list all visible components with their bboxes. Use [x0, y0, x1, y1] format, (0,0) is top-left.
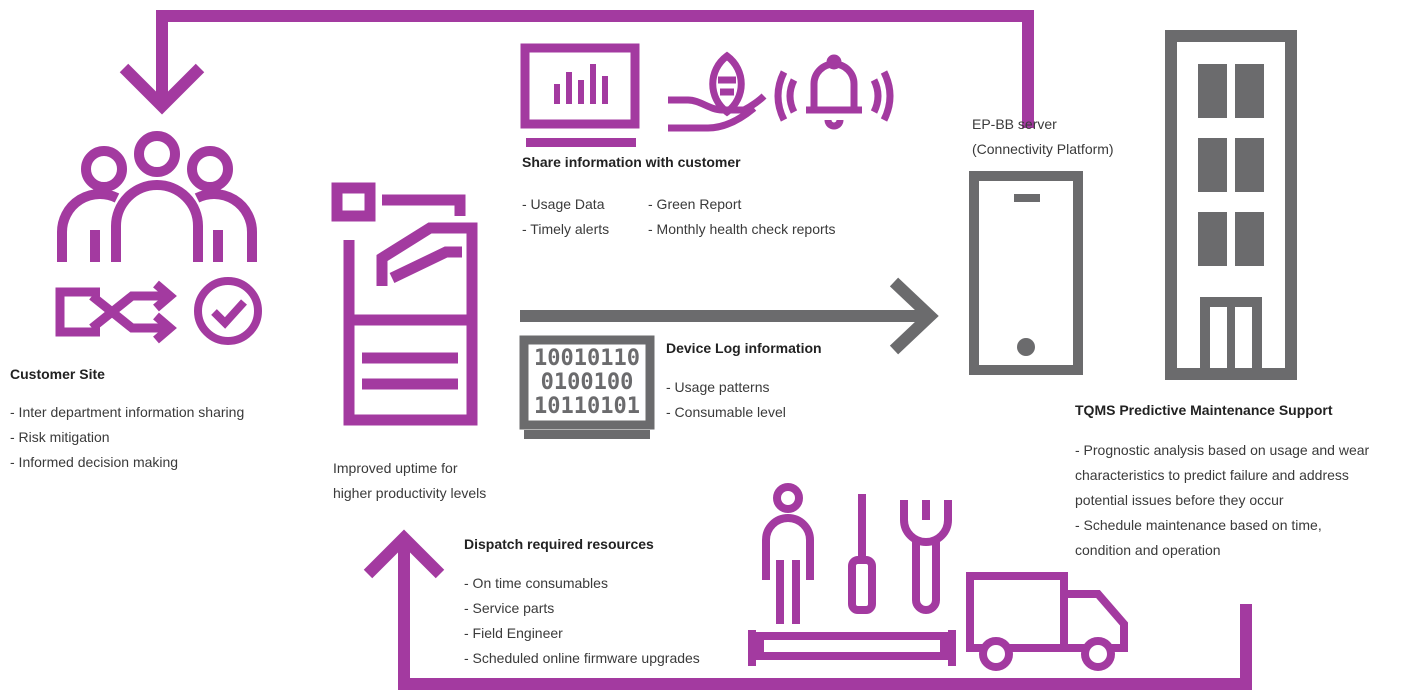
server-label-line1: EP-BB server — [972, 116, 1057, 132]
list-item: - Monthly health check reports — [648, 221, 836, 237]
list-item: - Field Engineer — [464, 625, 563, 641]
list-item: characteristics to predict failure and a… — [1075, 467, 1349, 483]
share-info-list-col2: - Green Report - Monthly health check re… — [648, 192, 836, 242]
list-item: condition and operation — [1075, 542, 1221, 558]
list-item: - On time consumables — [464, 575, 608, 591]
list-item: - Informed decision making — [10, 454, 179, 470]
screwdriver-icon — [848, 494, 876, 614]
customer-site-title: Customer Site — [10, 366, 105, 382]
list-item: - Risk mitigation — [10, 429, 110, 445]
dispatch-list: - On time consumables - Service parts - … — [464, 571, 700, 671]
server-label-line2: (Connectivity Platform) — [972, 141, 1114, 157]
customer-site-list: - Inter department information sharing -… — [10, 400, 244, 475]
hand-leaf-icon — [668, 51, 767, 132]
binary-text: 10010110 0100100 10110101 — [530, 347, 644, 419]
device-log-list: - Usage patterns - Consumable level — [666, 375, 786, 425]
list-item: potential issues before they occur — [1075, 492, 1284, 508]
list-item: - Schedule maintenance based on time, — [1075, 517, 1322, 533]
server-icon — [969, 171, 1083, 375]
truck-icon — [966, 572, 1128, 671]
binary-screen-icon — [519, 335, 655, 439]
list-item: - Usage Data — [522, 196, 605, 212]
bell-icon — [774, 54, 894, 130]
uptime-caption: Improved uptime for higher productivity … — [333, 456, 486, 506]
binary-line: 10110101 — [534, 394, 640, 419]
people-icon — [57, 131, 257, 262]
list-item: - Inter department information sharing — [10, 404, 245, 420]
list-item: - Consumable level — [666, 404, 786, 420]
tqms-title: TQMS Predictive Maintenance Support — [1075, 402, 1333, 418]
log-arrow — [520, 277, 939, 355]
uptime-line1: Improved uptime for — [333, 460, 458, 476]
list-item: - Scheduled online firmware upgrades — [464, 650, 700, 666]
bottom-arrow — [363, 529, 1252, 690]
building-icon — [1165, 30, 1297, 380]
share-info-title: Share information with customer — [522, 154, 741, 170]
sync-icon — [55, 280, 177, 344]
list-item: - Service parts — [464, 600, 555, 616]
list-item: - Green Report — [648, 196, 742, 212]
list-item: - Timely alerts — [522, 221, 610, 237]
uptime-line2: higher productivity levels — [333, 485, 487, 501]
binary-line: 10010110 — [534, 346, 640, 371]
server-label: EP-BB server (Connectivity Platform) — [972, 112, 1114, 162]
tqms-list: - Prognostic analysis based on usage and… — [1075, 438, 1369, 563]
list-item: - Prognostic analysis based on usage and… — [1075, 442, 1370, 458]
roller-icon — [748, 630, 956, 666]
printer-icon — [331, 182, 478, 426]
binary-line: 0100100 — [540, 370, 634, 395]
wrench-icon — [900, 500, 952, 614]
share-info-list-col1: - Usage Data - Timely alerts — [522, 192, 609, 242]
list-item: - Usage patterns — [666, 379, 770, 395]
check-circle-icon — [194, 277, 262, 345]
dispatch-title: Dispatch required resources — [464, 536, 654, 552]
device-log-title: Device Log information — [666, 340, 822, 356]
engineer-icon — [762, 483, 814, 624]
top-arrow — [119, 10, 1034, 128]
monitor-chart-icon — [520, 43, 640, 147]
